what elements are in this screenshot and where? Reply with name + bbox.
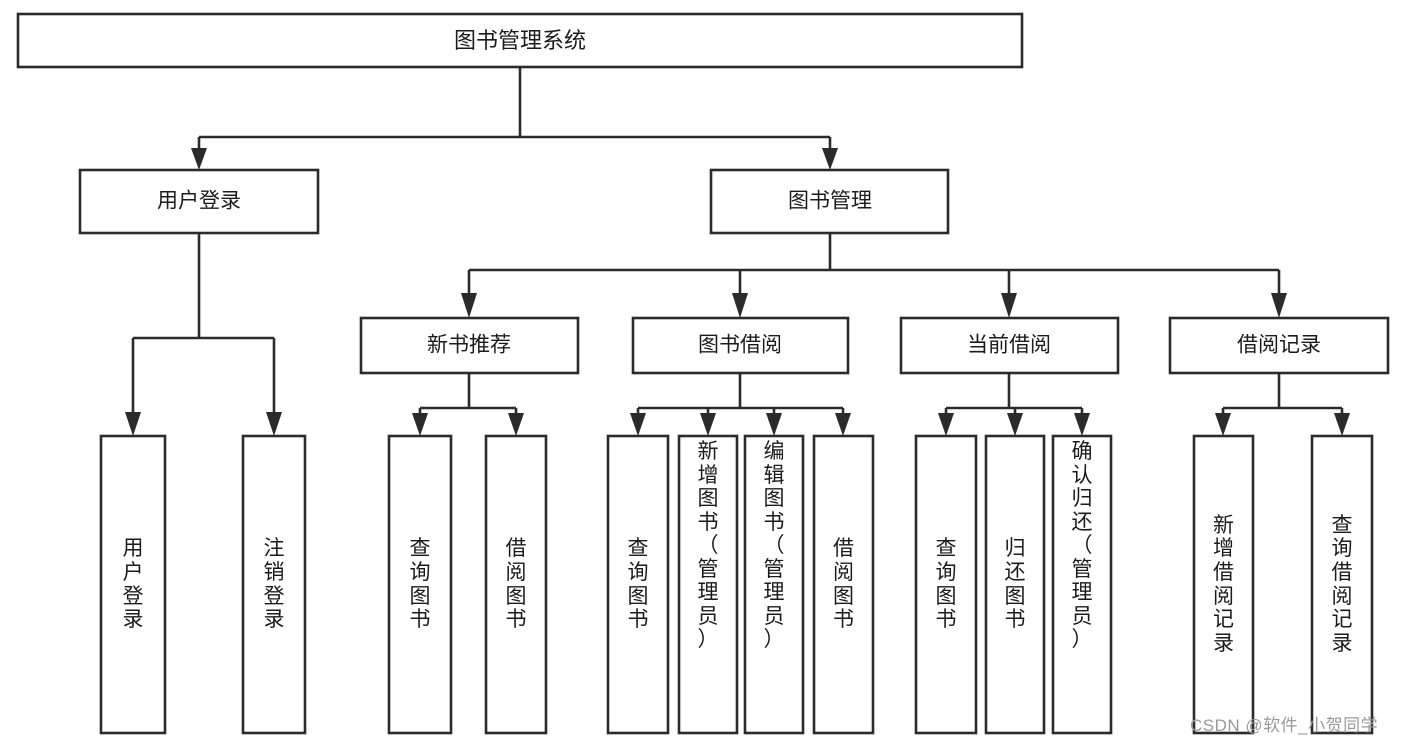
node-book-management-box[interactable] <box>709 168 950 235</box>
arrow-head-leaf-user-login <box>125 412 141 436</box>
connector-group-root <box>191 67 838 170</box>
arrow-head-leaf-query-book-recommend <box>412 413 428 436</box>
connector-group-new-book-recommend <box>412 373 524 436</box>
node-borrow-record-label: 借阅记录 <box>1237 334 1321 357</box>
arrow-head-leaf-borrow-book-recommend <box>508 413 524 436</box>
arrow-head-leaf-add-borrow-record <box>1215 413 1231 436</box>
arrow-head-leaf-edit-book-admin <box>766 413 782 436</box>
arrow-head-current-borrow <box>1001 293 1017 318</box>
node-leaf-borrow-book-recommend-box[interactable] <box>484 434 548 735</box>
node-user-login-label: 用户登录 <box>157 190 241 213</box>
node-leaf-user-login-box[interactable] <box>99 434 167 735</box>
connector-group-book-management <box>461 233 1287 318</box>
node-book-management-label: 图书管理 <box>788 190 872 213</box>
node-leaf-logout-box[interactable] <box>241 434 307 735</box>
arrow-head-leaf-borrow-book <box>835 413 851 436</box>
arrow-head-leaf-logout <box>266 412 282 436</box>
node-leaf-borrow-book-box[interactable] <box>812 434 875 735</box>
arrow-head-borrow-record <box>1271 293 1287 318</box>
arrow-head-book-management <box>822 148 838 170</box>
connector-group-current-borrow <box>938 373 1090 436</box>
node-leaf-query-book-current-box[interactable] <box>914 434 978 735</box>
node-leaf-query-book-recommend-box[interactable] <box>387 434 453 735</box>
node-user-login-box[interactable] <box>78 168 320 235</box>
node-book-management[interactable]: 图书管理 <box>709 168 950 235</box>
node-borrow-record[interactable]: 借阅记录 <box>1168 316 1390 375</box>
arrow-head-leaf-query-book-current <box>938 413 954 436</box>
arrow-head-leaf-query-book-borrow <box>630 413 646 436</box>
node-leaf-return-book-box[interactable] <box>984 434 1046 735</box>
node-root-label: 图书管理系统 <box>454 28 586 53</box>
node-new-book-recommend-box[interactable] <box>359 316 580 375</box>
node-leaf-add-borrow-record-box[interactable] <box>1192 434 1255 735</box>
arrow-head-leaf-return-book <box>1007 413 1023 436</box>
node-borrow-record-box[interactable] <box>1168 316 1390 375</box>
arrow-head-user-login <box>191 148 207 170</box>
connector-group-borrow-record <box>1215 373 1350 436</box>
node-current-borrow[interactable]: 当前借阅 <box>899 316 1120 375</box>
node-new-book-recommend-label: 新书推荐 <box>427 334 511 357</box>
arrow-head-leaf-add-book-admin <box>700 413 716 436</box>
node-leaf-query-book-borrow-box[interactable] <box>606 434 670 735</box>
node-root[interactable]: 图书管理系统 <box>16 12 1024 69</box>
watermark-text: CSDN @软件_小贺同学 <box>1190 716 1379 735</box>
connector-group-book-borrow <box>630 373 851 436</box>
arrow-head-leaf-query-borrow-record <box>1334 413 1350 436</box>
connector-group-user-login <box>125 233 282 436</box>
node-leaf-query-borrow-record-box[interactable] <box>1310 434 1374 735</box>
arrow-head-leaf-confirm-return-admin <box>1074 413 1090 436</box>
node-new-book-recommend[interactable]: 新书推荐 <box>359 316 580 375</box>
node-book-borrow-box[interactable] <box>631 316 850 375</box>
arrow-head-new-book-recommend <box>461 293 477 318</box>
node-book-borrow[interactable]: 图书借阅 <box>631 316 850 375</box>
node-current-borrow-label: 当前借阅 <box>967 334 1051 357</box>
node-root-box[interactable] <box>16 12 1024 69</box>
node-leaf-edit-book-admin-box[interactable] <box>743 434 805 735</box>
node-current-borrow-box[interactable] <box>899 316 1120 375</box>
leaf-boxes <box>99 434 1374 735</box>
arrow-head-book-borrow <box>732 293 748 318</box>
node-leaf-add-book-admin-box[interactable] <box>677 434 739 735</box>
node-book-borrow-label: 图书借阅 <box>698 334 782 357</box>
node-user-login[interactable]: 用户登录 <box>78 168 320 235</box>
node-leaf-confirm-return-admin-box[interactable] <box>1051 434 1113 735</box>
